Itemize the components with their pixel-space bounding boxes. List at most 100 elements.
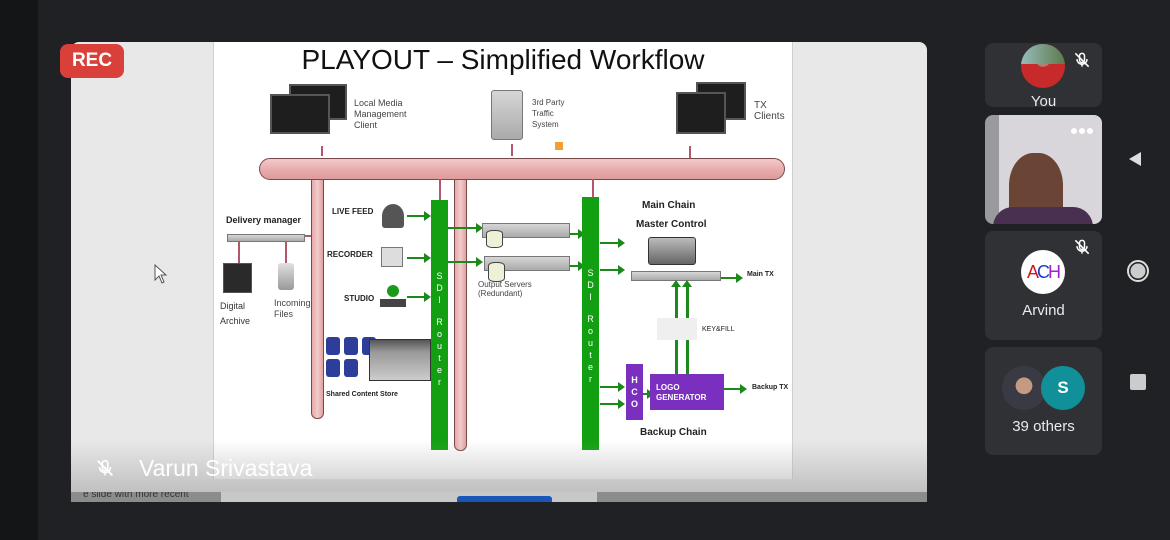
sdi-letter: R <box>587 314 594 324</box>
label-line: Client <box>354 120 378 130</box>
spacer <box>431 306 448 316</box>
label-line: Digital <box>220 301 246 311</box>
local-media-monitor-icon-front <box>270 94 330 134</box>
sdi-letter: D <box>587 280 594 290</box>
presenter-name-bar <box>71 440 927 492</box>
backup-tx-label: Backup TX <box>752 384 789 391</box>
shared-content-store-icon <box>324 335 434 385</box>
link <box>238 242 240 264</box>
traffic-label: 3rd Party Traffic System <box>532 97 564 130</box>
participant-tile-arvind[interactable]: ACH Arvind <box>985 231 1102 340</box>
sdi-letter: o <box>587 326 593 336</box>
small-orange-icon <box>555 142 563 150</box>
label-line: Management <box>354 109 407 119</box>
studio-icon <box>380 285 406 309</box>
label-line: (Redundant) <box>478 289 523 298</box>
label-line: Local Media <box>354 98 403 108</box>
master-control-label: Master Control <box>636 219 707 230</box>
label-line: GENERATOR <box>656 393 707 402</box>
avatar <box>1002 366 1046 410</box>
home-button-icon[interactable] <box>1126 259 1150 283</box>
sdi-letter: I <box>589 292 592 302</box>
disk-icon <box>486 230 503 248</box>
recents-button-icon[interactable] <box>1130 374 1146 390</box>
mic-off-icon <box>1074 52 1090 68</box>
studio-label: STUDIO <box>344 294 375 303</box>
link <box>592 179 594 197</box>
incoming-files-label: Incoming Files <box>274 298 311 320</box>
sdi-letter: D <box>436 283 443 293</box>
shared-content-store-label: Shared Content Store <box>326 391 398 398</box>
sdi-letter: t <box>589 350 592 360</box>
label-line: Archive <box>220 316 251 326</box>
key-fill-label: KEY&FILL <box>702 326 735 333</box>
partial-panel <box>221 492 597 502</box>
label-line: TX <box>754 100 767 111</box>
master-control-console-icon <box>648 237 696 265</box>
participant-tile-video[interactable] <box>985 115 1102 224</box>
label-line: Output Servers <box>478 280 532 289</box>
presentation-stage[interactable]: PLAYOUT – Simplified Workflow Local Medi… <box>71 42 927 502</box>
hco-letter: O <box>630 399 638 409</box>
arrow-right <box>448 257 483 267</box>
arrow-right <box>407 253 431 263</box>
network-pipe-vertical <box>311 179 324 419</box>
label-line: System <box>532 120 559 129</box>
digital-archive-label: Digital Archive <box>220 299 250 329</box>
sdi-letter: R <box>436 317 443 327</box>
participant-name: Arvind <box>1022 302 1065 319</box>
participant-tile-you[interactable]: You <box>985 43 1102 107</box>
delivery-manager-label: Delivery manager <box>226 215 302 225</box>
label-line: LOGO <box>656 383 680 392</box>
presenter-name: Varun Srivastava <box>139 455 313 481</box>
sdi-letter: I <box>438 295 441 305</box>
link <box>689 146 691 158</box>
label-line: Files <box>274 309 294 319</box>
sdi-letter: u <box>436 341 442 351</box>
arrow-right <box>407 292 431 302</box>
hco-letter: H <box>631 375 638 385</box>
tx-clients-label: TX Clients <box>754 100 785 122</box>
output-server-icon <box>482 223 570 238</box>
incoming-files-server-icon <box>278 263 294 290</box>
participant-tile-others[interactable]: S 39 others <box>985 347 1102 455</box>
participant-name: You <box>1030 93 1057 107</box>
mic-off-icon <box>1074 239 1090 255</box>
hco-letter: C <box>631 387 638 397</box>
more-options-icon[interactable] <box>1071 128 1093 134</box>
arrow-right <box>600 382 625 392</box>
link <box>511 144 513 156</box>
mouse-cursor-icon <box>154 264 168 284</box>
sdi-letter: e <box>587 362 593 372</box>
slide: PLAYOUT – Simplified Workflow Local Medi… <box>213 42 793 479</box>
main-chain-label: Main Chain <box>642 200 696 211</box>
sdi-letter: u <box>587 338 593 348</box>
arrow-right <box>448 223 483 233</box>
back-button-icon[interactable] <box>1126 150 1144 168</box>
sdi-router-input: S D I R o u t e r <box>431 200 448 450</box>
traffic-server-icon <box>491 90 523 140</box>
arrow-right <box>570 229 585 239</box>
arrow-right <box>600 399 625 409</box>
connector <box>643 389 654 399</box>
spacer <box>582 303 599 313</box>
presenter-mic-off-icon <box>97 459 113 476</box>
output-server-icon <box>484 256 570 271</box>
recording-badge: REC <box>60 44 124 78</box>
output-servers-label: Output Servers (Redundant) <box>478 280 532 298</box>
label-line: Traffic <box>532 109 554 118</box>
hco-box: H C O <box>626 364 643 420</box>
arrow-right <box>570 261 585 271</box>
link <box>305 235 311 237</box>
avatar <box>1021 44 1065 88</box>
arrow-right <box>600 238 625 248</box>
link <box>439 179 441 200</box>
partial-blue-button[interactable] <box>457 496 552 502</box>
network-pipe-vertical <box>454 179 467 451</box>
sdi-letter: r <box>438 377 441 387</box>
arrow-right <box>407 211 431 221</box>
avatar: ACH <box>1021 250 1065 294</box>
link <box>321 146 323 156</box>
sdi-letter: S <box>587 268 594 278</box>
live-feed-icon <box>382 204 404 228</box>
